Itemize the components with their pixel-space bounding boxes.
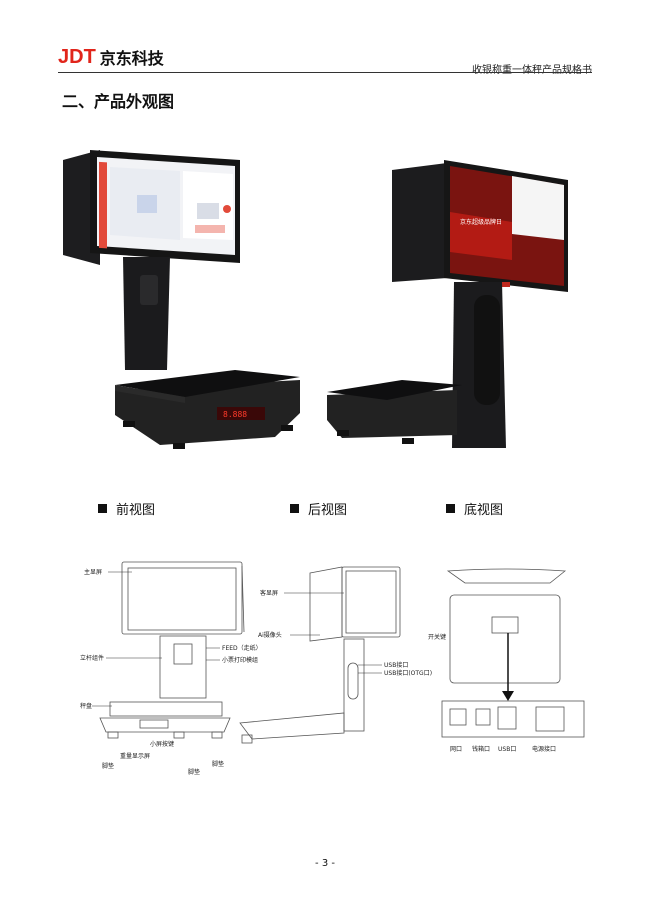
- bullet-square-icon: [446, 504, 455, 513]
- back-view-diagram: 客显屏 Ai摄像头 USB接口 USB接口(OTG口): [239, 566, 432, 744]
- label-net-port: 网口: [450, 746, 462, 753]
- label-power-switch: 开关键: [428, 633, 446, 641]
- view-label-bottom: 底视图: [446, 499, 503, 518]
- screen-banner-text: 京东超级品牌日: [460, 218, 502, 226]
- section-title: 二、产品外观图: [62, 92, 175, 111]
- label-weight-display: 重量显示屏: [120, 752, 150, 760]
- label-customer-screen: 客显屏: [260, 589, 278, 597]
- header-divider: [58, 72, 592, 73]
- view-label-front: 前视图: [98, 499, 155, 518]
- view-label-bottom-text: 底视图: [464, 503, 504, 518]
- label-printer: 小票打印模组: [222, 656, 258, 664]
- front-view-diagram: 主显屏 立杆组件 FEED（走纸）按键 小票打印模组 秤盘 小屏按键 重量显示屏…: [80, 561, 260, 776]
- product-photo-front: 8.888: [63, 150, 300, 449]
- label-usb-port: USB口: [498, 746, 516, 753]
- view-label-front-text: 前视图: [116, 503, 156, 518]
- label-feed: FEED（走纸）按键: [222, 644, 260, 652]
- label-usb-otg: USB接口(OTG口): [384, 669, 432, 677]
- label-foot-1: 脚垫: [102, 762, 114, 770]
- label-power-port: 电源接口: [532, 745, 556, 753]
- svg-text:8.888: 8.888: [223, 410, 247, 419]
- label-foot-2: 脚垫: [188, 768, 200, 776]
- company-logo: JDT 京东科技: [58, 45, 164, 69]
- label-keys: 小屏按键: [150, 740, 174, 748]
- bullet-square-icon: [98, 504, 107, 513]
- label-foot-3: 脚垫: [212, 760, 224, 768]
- logo-mark: JDT: [58, 45, 96, 68]
- page-number: - 3 -: [315, 858, 335, 869]
- logo-text: 京东科技: [99, 49, 164, 68]
- view-label-back-text: 后视图: [308, 503, 348, 518]
- label-ai-camera: Ai摄像头: [258, 631, 282, 639]
- label-usb: USB接口: [384, 661, 408, 669]
- view-label-back: 后视图: [290, 499, 347, 518]
- bottom-view-diagram: 开关键 网口 钱箱口 USB口 电源接口: [428, 568, 585, 753]
- label-tray: 秤盘: [80, 702, 92, 710]
- label-cashbox-port: 钱箱口: [472, 745, 490, 753]
- label-main-screen: 主显屏: [84, 568, 102, 576]
- document-title: 收银称重一体秤产品规格书: [472, 65, 592, 76]
- label-pole: 立杆组件: [80, 654, 104, 662]
- bullet-square-icon: [290, 504, 299, 513]
- product-photo-back: 京东超级品牌日: [327, 160, 568, 448]
